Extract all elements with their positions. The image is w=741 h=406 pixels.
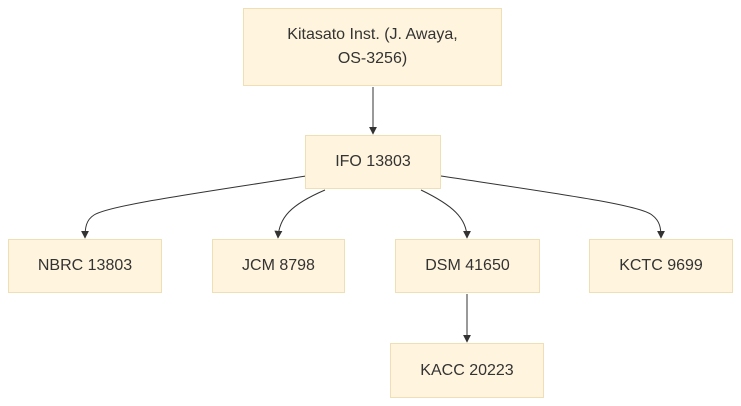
node-ifo-13803: IFO 13803 (305, 135, 441, 189)
node-kctc-9699: KCTC 9699 (589, 239, 733, 293)
edge-ifo-to-kctc (440, 175, 665, 239)
edge-ifo-to-nbrc (81, 175, 307, 239)
node-nbrc-13803: NBRC 13803 (8, 239, 162, 293)
node-kitasato-inst-label: Kitasato Inst. (J. Awaya, OS-3256) (287, 26, 458, 67)
node-dsm-41650-label: DSM 41650 (425, 257, 510, 274)
node-dsm-41650: DSM 41650 (395, 239, 540, 293)
node-jcm-8798: JCM 8798 (212, 239, 345, 293)
node-jcm-8798-label: JCM 8798 (242, 257, 315, 274)
node-ifo-13803-label: IFO 13803 (335, 153, 411, 170)
node-kacc-20223: KACC 20223 (390, 343, 544, 398)
node-kitasato-inst: Kitasato Inst. (J. Awaya, OS-3256) (243, 8, 502, 86)
node-kctc-9699-label: KCTC 9699 (619, 257, 703, 274)
node-kacc-20223-label: KACC 20223 (420, 361, 514, 379)
node-nbrc-13803-label: NBRC 13803 (37, 257, 133, 274)
edge-ifo-to-dsm (420, 189, 471, 239)
edge-ifo-to-jcm (274, 189, 326, 239)
